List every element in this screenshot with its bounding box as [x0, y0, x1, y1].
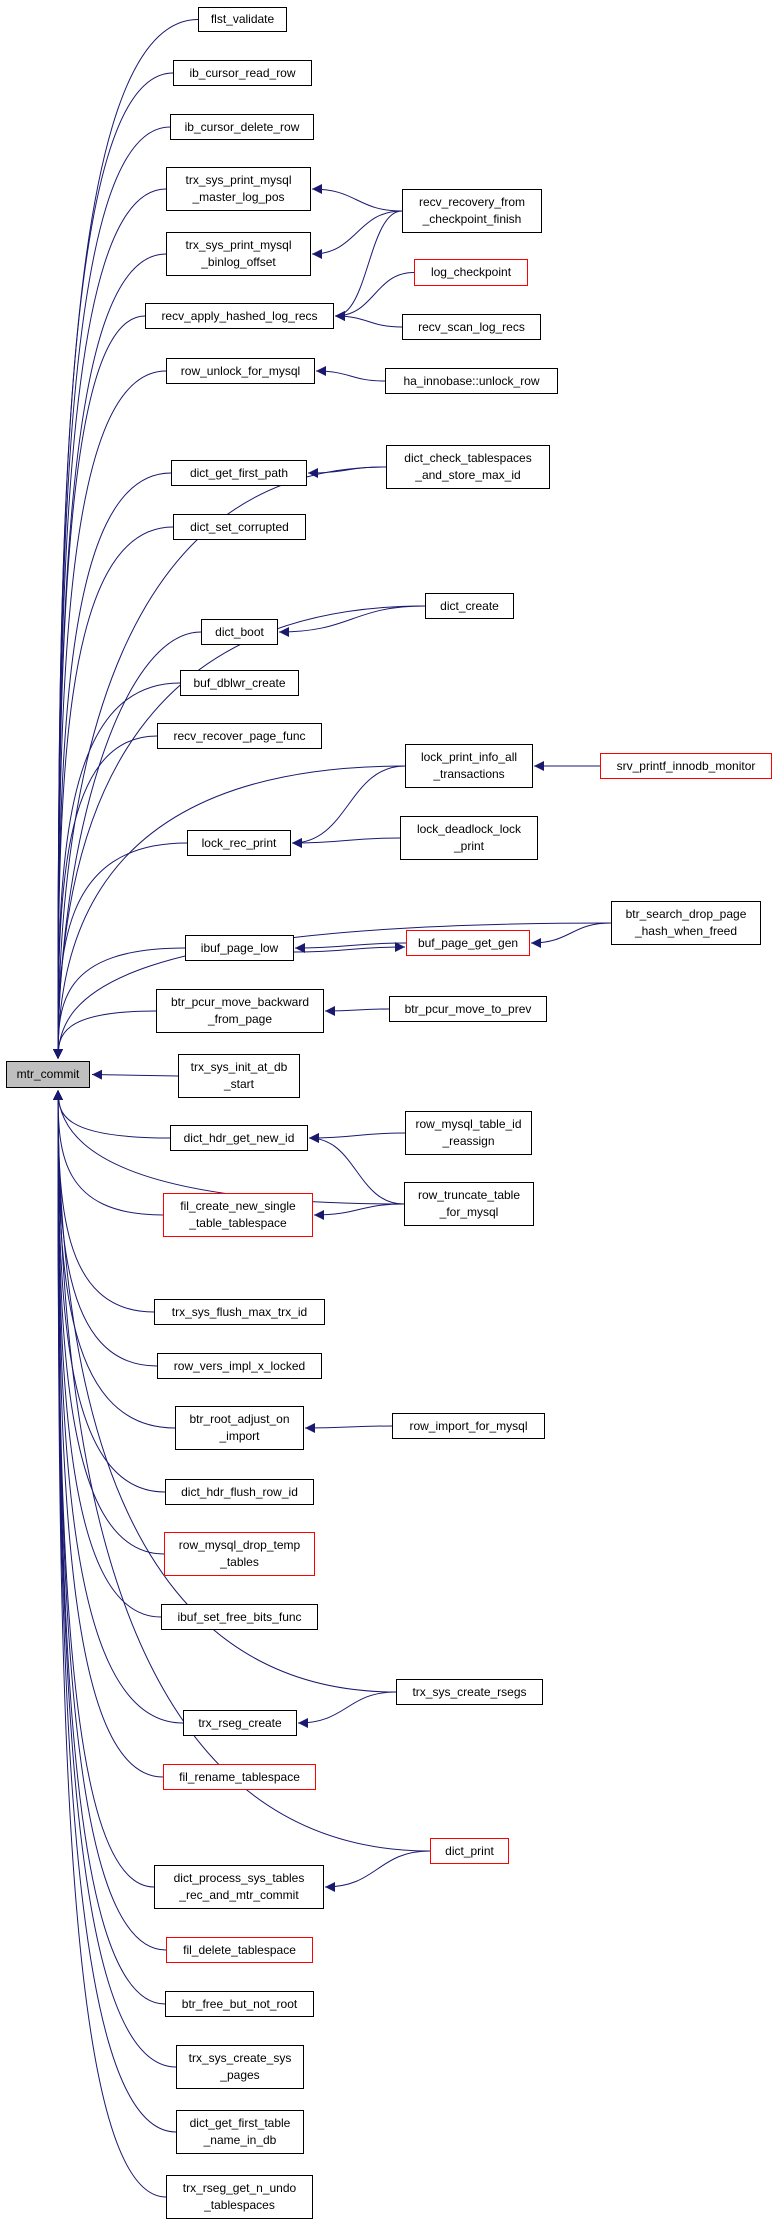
node-fil-create-new-single-table-tablespace[interactable]: fil_create_new_single _table_tablespace [163, 1193, 313, 1237]
node-row-truncate-table-for-mysql[interactable]: row_truncate_table _for_mysql [404, 1182, 534, 1226]
edge-lock-deadlock-lock-print-to-lock-rec-print [291, 837, 401, 848]
edge-dict-check-tablespaces-and-store-max-id-to-dict-get-first-path [307, 466, 387, 478]
edge-trx-sys-create-rsegs-to-mtr-commit [53, 1089, 397, 1693]
edge-fil-create-new-single-table-tablespace-to-mtr-commit [53, 1089, 164, 1216]
edge-dict-hdr-get-new-id-to-mtr-commit [53, 1089, 171, 1139]
node-mtr-commit: mtr_commit [6, 1061, 90, 1088]
node-trx-sys-print-mysql-binlog-offset[interactable]: trx_sys_print_mysql _binlog_offset [166, 232, 311, 276]
edge-trx-sys-create-sys-pages-to-mtr-commit [53, 1089, 177, 2068]
node-dict-hdr-get-new-id[interactable]: dict_hdr_get_new_id [170, 1125, 308, 1151]
edge-recv-recover-page-func-to-mtr-commit [53, 735, 158, 1060]
edge-trx-sys-print-mysql-binlog-offset-to-mtr-commit [53, 253, 167, 1060]
edge-recv-scan-log-recs-to-recv-apply-hashed-log-recs [334, 311, 403, 328]
node-dict-get-first-path[interactable]: dict_get_first_path [171, 460, 307, 486]
node-buf-dblwr-create[interactable]: buf_dblwr_create [180, 670, 299, 696]
edge-btr-pcur-move-backward-from-page-to-mtr-commit [53, 1010, 157, 1060]
edge-dict-check-tablespaces-and-store-max-id-to-mtr-commit [53, 466, 387, 1060]
node-btr-search-drop-page-hash-when-freed[interactable]: btr_search_drop_page _hash_when_freed [611, 901, 761, 945]
node-trx-sys-create-rsegs[interactable]: trx_sys_create_rsegs [396, 1679, 543, 1705]
node-row-mysql-table-id-reassign[interactable]: row_mysql_table_id _reassign [405, 1111, 532, 1155]
node-ha-innobase-unlock-row[interactable]: ha_innobase::unlock_row [385, 368, 558, 394]
node-btr-free-but-not-root[interactable]: btr_free_but_not_root [165, 1991, 314, 2017]
edge-btr-search-drop-page-hash-when-freed-to-buf-page-get-gen [530, 922, 612, 948]
edge-row-import-for-mysql-to-btr-root-adjust-on-import [304, 1422, 393, 1433]
node-fil-rename-tablespace[interactable]: fil_rename_tablespace [163, 1764, 316, 1790]
edge-lock-print-info-all-transactions-to-lock-rec-print [291, 765, 406, 848]
node-trx-sys-init-at-db-start[interactable]: trx_sys_init_at_db _start [178, 1054, 300, 1098]
edge-lock-print-info-all-transactions-to-mtr-commit [53, 765, 406, 1060]
node-ib-cursor-delete-row[interactable]: ib_cursor_delete_row [170, 114, 314, 140]
node-trx-sys-flush-max-trx-id[interactable]: trx_sys_flush_max_trx_id [154, 1299, 325, 1325]
node-dict-check-tablespaces-and-store-max-id[interactable]: dict_check_tablespaces _and_store_max_id [386, 445, 550, 489]
node-row-vers-impl-x-locked[interactable]: row_vers_impl_x_locked [157, 1353, 322, 1379]
node-recv-recovery-from-checkpoint-finish[interactable]: recv_recovery_from _checkpoint_finish [402, 189, 542, 233]
node-recv-apply-hashed-log-recs[interactable]: recv_apply_hashed_log_recs [145, 303, 334, 329]
edge-recv-recovery-from-checkpoint-finish-to-trx-sys-print-mysql-binlog-offset [311, 210, 403, 259]
node-ib-cursor-read-row[interactable]: ib_cursor_read_row [173, 60, 312, 86]
edge-row-vers-impl-x-locked-to-mtr-commit [53, 1089, 158, 1367]
node-dict-set-corrupted[interactable]: dict_set_corrupted [173, 514, 306, 540]
node-dict-boot[interactable]: dict_boot [201, 619, 278, 645]
node-dict-print[interactable]: dict_print [430, 1838, 509, 1864]
edge-row-truncate-table-for-mysql-to-dict-hdr-get-new-id [308, 1133, 405, 1205]
node-buf-page-get-gen[interactable]: buf_page_get_gen [406, 930, 530, 956]
node-row-unlock-for-mysql[interactable]: row_unlock_for_mysql [166, 358, 315, 384]
edge-btr-free-but-not-root-to-mtr-commit [53, 1089, 166, 2005]
node-srv-printf-innodb-monitor[interactable]: srv_printf_innodb_monitor [600, 753, 772, 779]
node-btr-pcur-move-backward-from-page[interactable]: btr_pcur_move_backward _from_page [156, 989, 324, 1033]
node-row-mysql-drop-temp-tables[interactable]: row_mysql_drop_temp _tables [164, 1532, 315, 1576]
edge-ha-innobase-unlock-row-to-row-unlock-for-mysql [315, 366, 386, 382]
edge-trx-sys-create-rsegs-to-trx-rseg-create [297, 1691, 397, 1728]
edge-ib-cursor-delete-row-to-mtr-commit [53, 126, 171, 1060]
node-dict-hdr-flush-row-id[interactable]: dict_hdr_flush_row_id [165, 1479, 314, 1505]
edge-dict-print-to-dict-process-sys-tables-rec-and-mtr-commit [324, 1850, 431, 1892]
edge-dict-create-to-dict-boot [278, 605, 426, 637]
edge-recv-recovery-from-checkpoint-finish-to-recv-apply-hashed-log-recs [334, 210, 403, 321]
edge-ibuf-page-low-to-buf-page-get-gen [293, 942, 406, 953]
edge-trx-rseg-get-n-undo-tablespaces-to-mtr-commit [53, 1089, 167, 2198]
node-lock-rec-print[interactable]: lock_rec_print [187, 830, 291, 856]
node-btr-root-adjust-on-import[interactable]: btr_root_adjust_on _import [175, 1406, 304, 1450]
edge-log-checkpoint-to-recv-apply-hashed-log-recs [334, 272, 415, 321]
edge-row-truncate-table-for-mysql-to-fil-create-new-single-table-tablespace [313, 1203, 405, 1220]
node-ibuf-page-low[interactable]: ibuf_page_low [185, 935, 294, 961]
node-btr-pcur-move-to-prev[interactable]: btr_pcur_move_to_prev [389, 996, 547, 1022]
node-trx-rseg-create[interactable]: trx_rseg_create [183, 1710, 297, 1736]
node-fil-delete-tablespace[interactable]: fil_delete_tablespace [166, 1937, 313, 1963]
node-trx-sys-create-sys-pages[interactable]: trx_sys_create_sys _pages [176, 2045, 304, 2089]
node-trx-sys-print-mysql-master-log-pos[interactable]: trx_sys_print_mysql _master_log_pos [166, 167, 311, 211]
node-recv-scan-log-recs[interactable]: recv_scan_log_recs [402, 314, 541, 340]
node-trx-rseg-get-n-undo-tablespaces[interactable]: trx_rseg_get_n_undo _tablespaces [166, 2175, 313, 2219]
node-flst-validate[interactable]: flst_validate [198, 7, 287, 32]
edge-layer [53, 19, 612, 2198]
edge-recv-recovery-from-checkpoint-finish-to-trx-sys-print-mysql-master-log-pos [311, 184, 403, 212]
node-dict-create[interactable]: dict_create [425, 593, 514, 619]
edge-dict-process-sys-tables-rec-and-mtr-commit-to-mtr-commit [53, 1089, 155, 1888]
edge-row-unlock-for-mysql-to-mtr-commit [53, 370, 167, 1060]
edge-dict-set-corrupted-to-mtr-commit [53, 526, 174, 1060]
edge-trx-sys-flush-max-trx-id-to-mtr-commit [53, 1089, 155, 1313]
edge-btr-search-drop-page-hash-when-freed-to-mtr-commit [53, 922, 612, 1060]
edge-ibuf-page-low-to-mtr-commit [53, 947, 186, 1060]
edge-trx-sys-init-at-db-start-to-mtr-commit [91, 1069, 179, 1080]
node-ibuf-set-free-bits-func[interactable]: ibuf_set_free_bits_func [161, 1604, 318, 1630]
edge-dict-get-first-table-name-in-db-to-mtr-commit [53, 1089, 177, 2133]
node-recv-recover-page-func[interactable]: recv_recover_page_func [157, 723, 322, 749]
node-dict-get-first-table-name-in-db[interactable]: dict_get_first_table _name_in_db [176, 2110, 304, 2154]
node-log-checkpoint[interactable]: log_checkpoint [414, 259, 528, 286]
edge-buf-page-get-gen-to-ibuf-page-low [294, 942, 407, 953]
node-row-import-for-mysql[interactable]: row_import_for_mysql [392, 1413, 545, 1439]
node-dict-process-sys-tables-rec-and-mtr-commit[interactable]: dict_process_sys_tables _rec_and_mtr_com… [154, 1865, 324, 1909]
node-lock-print-info-all-transactions[interactable]: lock_print_info_all _transactions [405, 744, 533, 788]
edge-row-mysql-table-id-reassign-to-dict-hdr-get-new-id [308, 1132, 406, 1143]
edge-lock-rec-print-to-mtr-commit [53, 842, 188, 1060]
edge-dict-print-to-mtr-commit [53, 1089, 431, 1852]
node-lock-deadlock-lock-print[interactable]: lock_deadlock_lock _print [400, 816, 538, 860]
edge-btr-pcur-move-to-prev-to-btr-pcur-move-backward-from-page [324, 1005, 390, 1016]
edge-ibuf-set-free-bits-func-to-mtr-commit [53, 1089, 162, 1618]
